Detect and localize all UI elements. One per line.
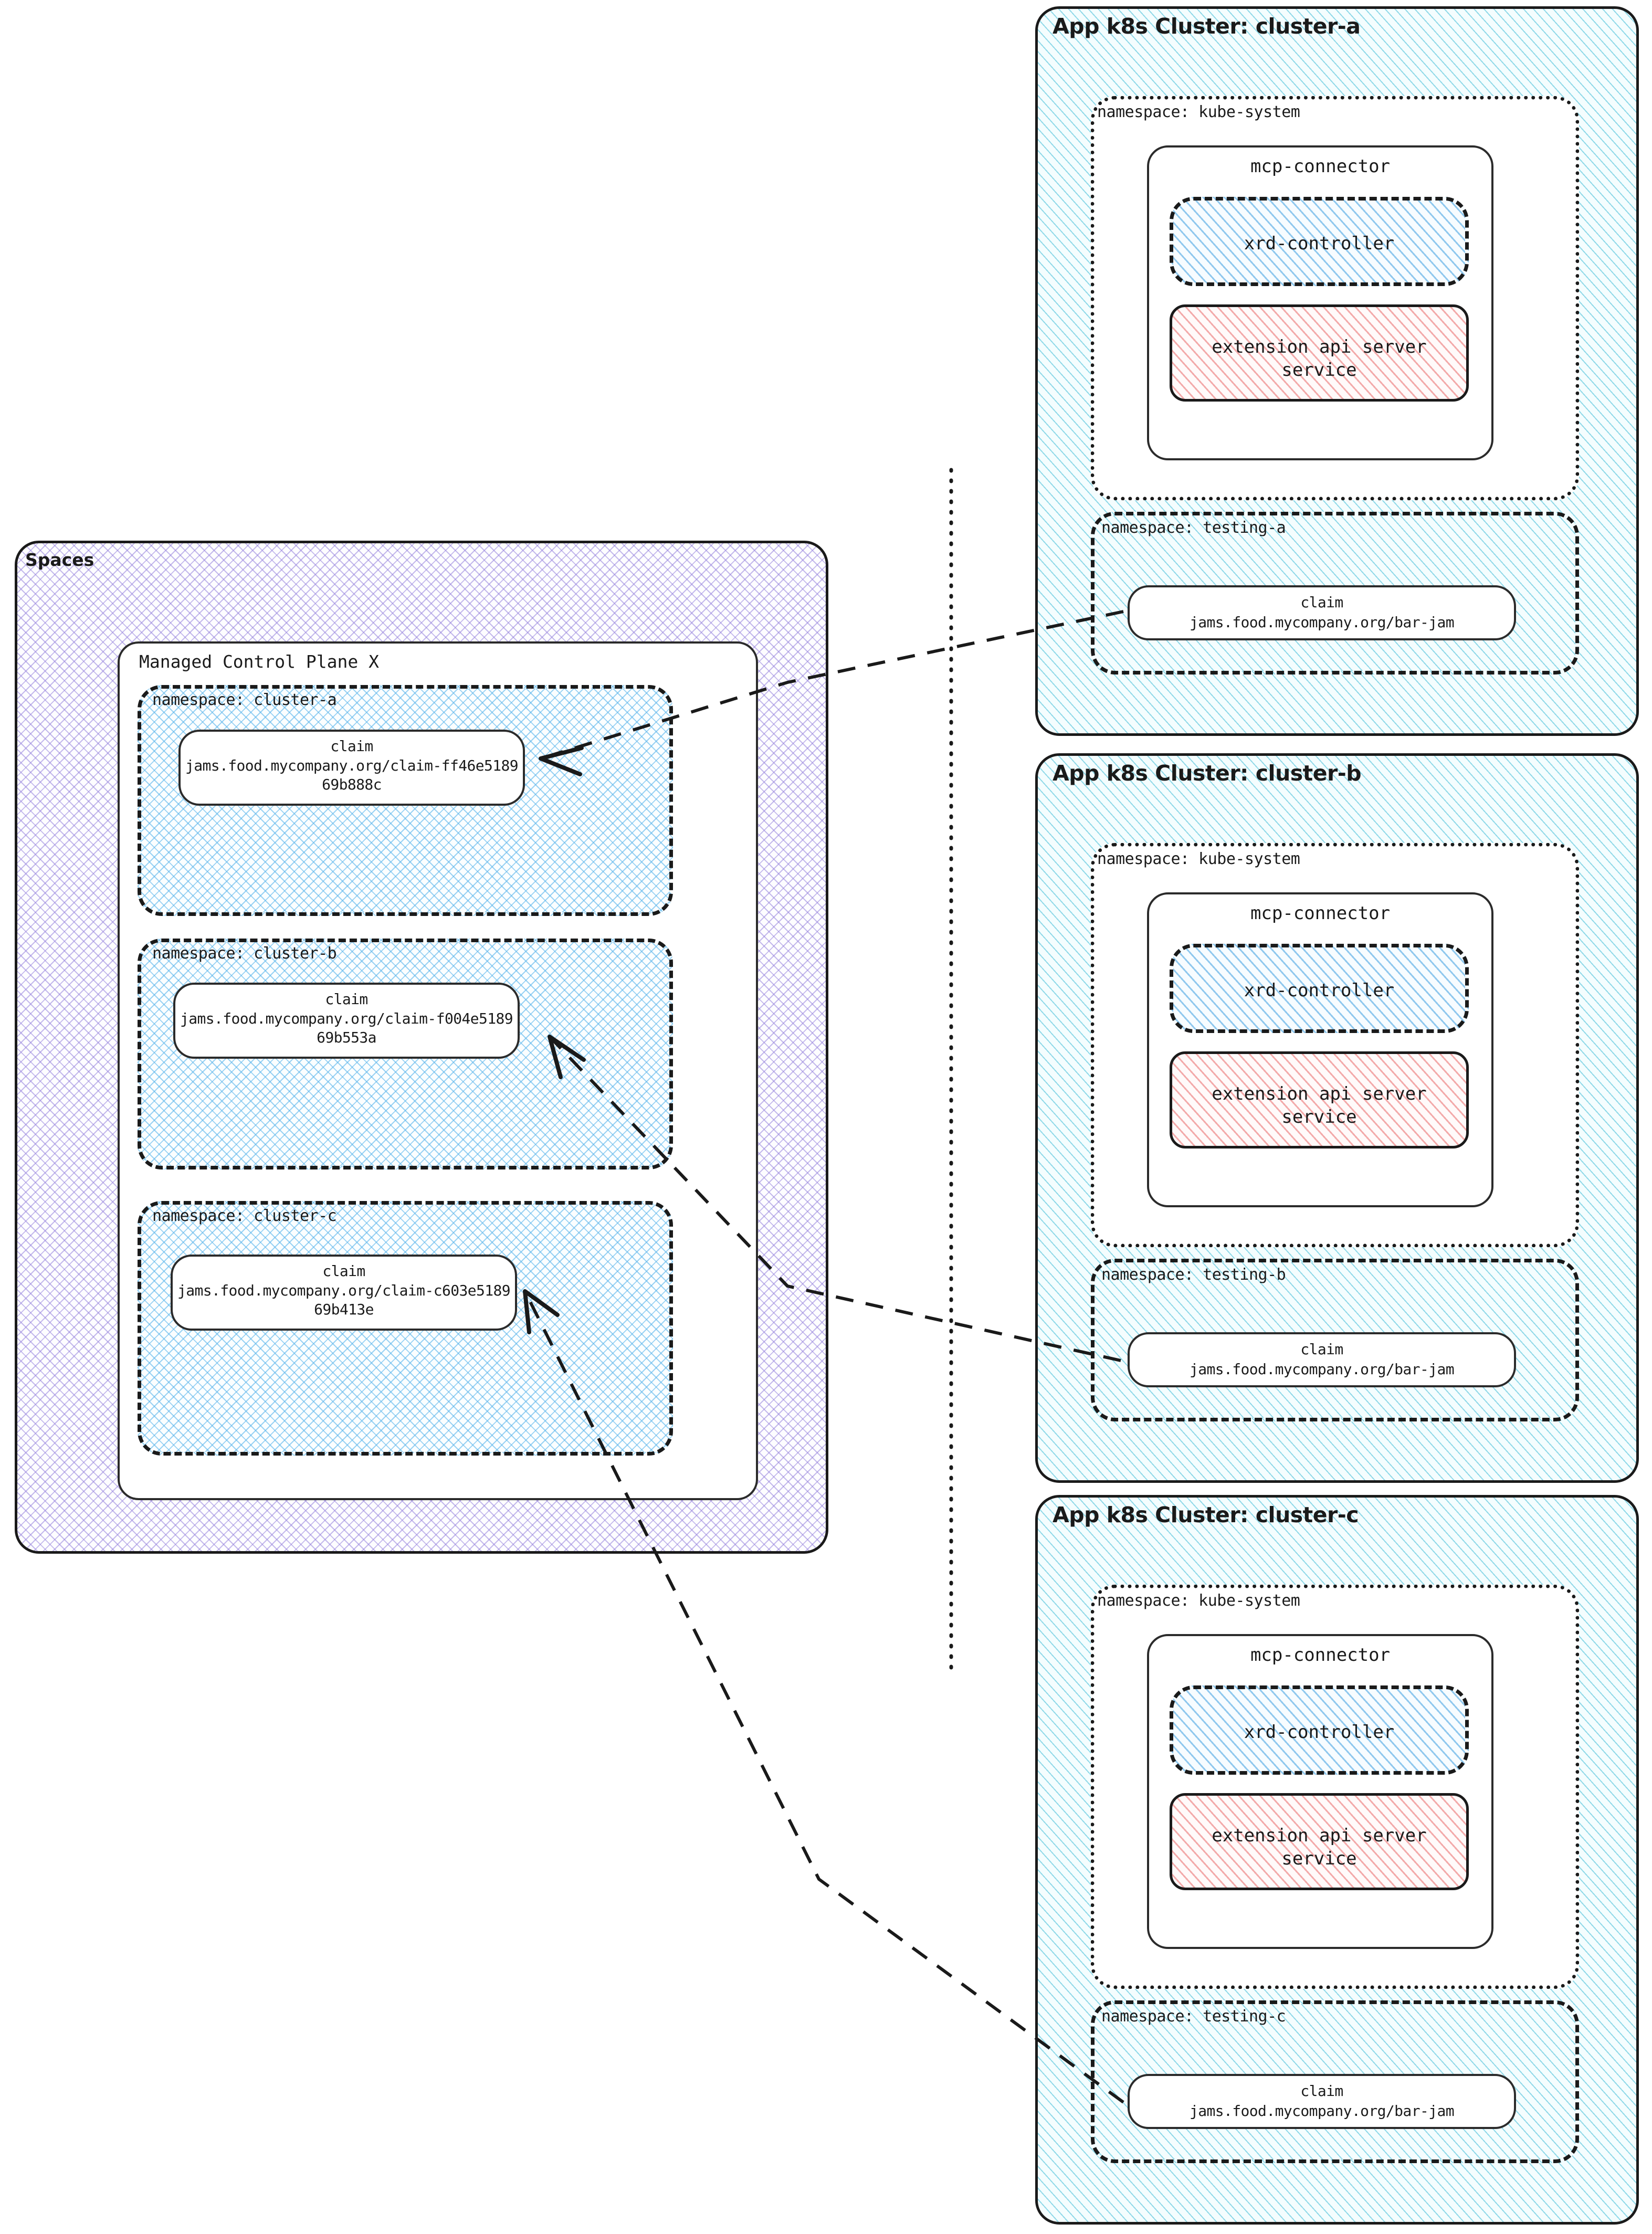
cluster-a-xrd-controller-label: xrd-controller <box>1244 233 1395 254</box>
mcp-claim-cluster-c[interactable] <box>171 1255 517 1331</box>
cluster-c-testing-namespace-label: namespace: testing-c <box>1101 2007 1286 2026</box>
cluster-c-extension-api-server-service-label: extension api server service <box>1212 1825 1427 1869</box>
cluster-a-testing-claim-ref: jams.food.mycompany.org/bar-jam <box>1190 614 1455 631</box>
cluster-a-extension-api-server-service-label: extension api server service <box>1212 336 1427 381</box>
cluster-c-kube-system-label: namespace: kube-system <box>1097 1592 1300 1610</box>
cluster-b-kube-system-label: namespace: kube-system <box>1097 850 1300 868</box>
cluster-a-extension-api-server-service[interactable] <box>1170 304 1469 402</box>
cluster-c-xrd-controller-label: xrd-controller <box>1244 1722 1395 1743</box>
cluster-a-testing-namespace-label: namespace: testing-a <box>1101 519 1286 537</box>
cluster-b-mcp-connector <box>1147 892 1493 1207</box>
cluster-c-xrd-controller[interactable] <box>1170 1685 1469 1775</box>
mcp-claim-cluster-a-text: claim <box>330 737 373 755</box>
mcp-namespace-cluster-c-label: namespace: cluster-c <box>152 1207 337 1225</box>
cluster-b-xrd-controller[interactable] <box>1170 944 1469 1033</box>
cluster-a-mcp-connector-title: mcp-connector <box>1250 156 1391 177</box>
cluster-a-mcp-connector <box>1147 145 1493 460</box>
cluster-c-testing-claim-ref: jams.food.mycompany.org/bar-jam <box>1190 2102 1455 2120</box>
cluster-b-testing-namespace-label: namespace: testing-b <box>1101 1266 1286 1284</box>
cluster-b-extension-api-server-service[interactable] <box>1170 1051 1469 1148</box>
cluster-b-testing-claim-ref: jams.food.mycompany.org/bar-jam <box>1190 1361 1455 1378</box>
cluster-a-testing-claim[interactable] <box>1128 585 1516 640</box>
managed-control-plane-title: Managed Control Plane X <box>139 651 379 672</box>
cluster-a-title: App k8s Cluster: cluster-a <box>1053 14 1361 39</box>
mcp-claim-cluster-c-text: claim <box>322 1262 365 1280</box>
cluster-b-testing-claim[interactable] <box>1128 1332 1516 1387</box>
mcp-namespace-cluster-b-label: namespace: cluster-b <box>152 944 337 963</box>
cluster-b-title: App k8s Cluster: cluster-b <box>1053 761 1362 786</box>
mcp-claim-cluster-a-ref: jams.food.mycompany.org/claim-ff46e51896… <box>185 757 519 793</box>
cluster-c-mcp-connector-title: mcp-connector <box>1250 1645 1391 1666</box>
cluster-c-title: App k8s Cluster: cluster-c <box>1053 1502 1359 1527</box>
cluster-b-testing-claim-kind: claim <box>1300 1341 1343 1358</box>
cluster-a-kube-system-label: namespace: kube-system <box>1097 103 1300 121</box>
mcp-namespace-cluster-a-label: namespace: cluster-a <box>152 691 337 709</box>
mcp-claim-cluster-b-ref: jams.food.mycompany.org/claim-f004e51896… <box>180 1010 513 1046</box>
cluster-c-testing-claim-kind: claim <box>1300 2082 1343 2100</box>
spaces-title: Spaces <box>25 550 94 570</box>
cluster-c-extension-api-server-service[interactable] <box>1170 1793 1469 1890</box>
cluster-c-mcp-connector <box>1147 1634 1493 1949</box>
mcp-claim-cluster-b-text: claim <box>325 990 368 1008</box>
cluster-b-xrd-controller-label: xrd-controller <box>1244 980 1395 1001</box>
cluster-c-testing-claim[interactable] <box>1128 2074 1516 2129</box>
cluster-b-mcp-connector-title: mcp-connector <box>1250 903 1391 924</box>
mcp-claim-cluster-a[interactable] <box>178 730 525 806</box>
cluster-b-extension-api-server-service-label: extension api server service <box>1212 1083 1427 1127</box>
mcp-claim-cluster-b[interactable] <box>173 983 520 1059</box>
cluster-a-testing-claim-kind: claim <box>1300 594 1343 611</box>
mcp-claim-cluster-c-ref: jams.food.mycompany.org/claim-c603e51896… <box>177 1282 511 1318</box>
cluster-a-xrd-controller[interactable] <box>1170 197 1469 286</box>
